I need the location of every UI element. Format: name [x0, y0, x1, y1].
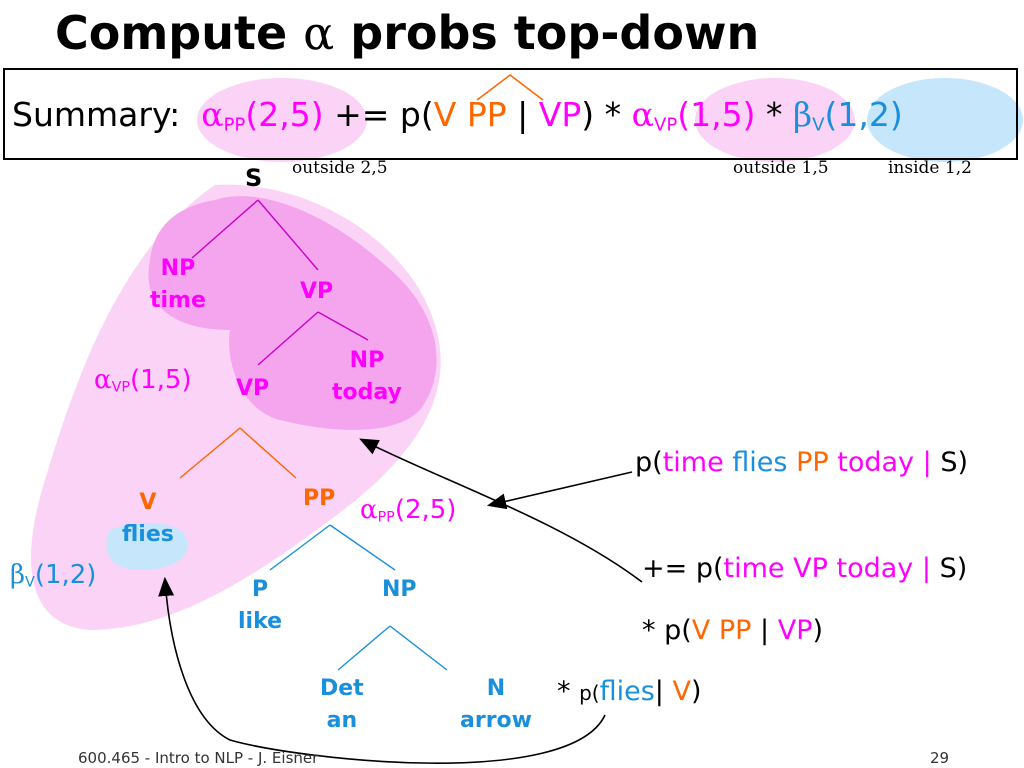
summary-highlight-beta-v — [867, 78, 1023, 162]
label-alpha-vp: αVP(1,5) — [94, 365, 192, 396]
edge-vp-v — [179, 427, 241, 479]
edge-vp-np — [317, 311, 369, 341]
slide-title: Compute α probs top-down — [55, 6, 760, 60]
inside-region-v — [106, 523, 188, 570]
node-vp-lower: VP — [236, 376, 270, 401]
arrow-to-beta-v — [158, 576, 606, 764]
outside-region-vp — [148, 196, 437, 430]
label-beta-v: βV(1,2) — [10, 560, 97, 591]
equation-line-2: += p(time VP today | S) — [642, 553, 968, 584]
arrow-to-alpha-pp — [486, 471, 633, 510]
node-pp: PP — [303, 486, 336, 511]
node-s: S — [245, 164, 263, 192]
edge-vp-vp — [257, 311, 319, 366]
edge-np-det — [337, 625, 391, 671]
edge-s-vp — [257, 199, 319, 271]
summary-label: Summary: — [12, 95, 181, 134]
summary-highlight-alpha-vp — [695, 78, 855, 162]
arrow-to-vp — [359, 438, 643, 583]
summary-formula: Summary: αPP(2,5) += p(V PP | VP) * αVP(… — [12, 95, 903, 136]
equation-line-1: p(time flies PP today | S) — [635, 447, 969, 478]
note-inside-12: inside 1,2 — [888, 158, 972, 178]
node-vp-top: VP — [300, 279, 334, 304]
node-np-lower: NP — [382, 577, 417, 602]
edge-vp-pp — [239, 427, 297, 479]
alpha-symbol: α — [303, 6, 335, 60]
equation-line-3: * p(V PP | VP) — [642, 615, 824, 646]
edge-np-n — [389, 625, 448, 671]
footer-course: 600.465 - Intro to NLP - J. Eisner — [78, 749, 319, 767]
summary-tree-caret — [476, 74, 544, 101]
edge-s-np — [191, 199, 259, 259]
edge-pp-p — [269, 524, 331, 571]
edge-pp-np — [329, 524, 396, 571]
footer-page-number: 29 — [930, 749, 950, 767]
label-alpha-pp: αPP(2,5) — [360, 495, 457, 526]
note-outside-15: outside 1,5 — [733, 158, 829, 178]
equation-line-4: * p(flies| V) — [557, 676, 702, 707]
note-outside-25: outside 2,5 — [292, 158, 388, 178]
summary-highlight-alpha-pp — [197, 78, 367, 162]
summary-box — [3, 68, 1018, 160]
